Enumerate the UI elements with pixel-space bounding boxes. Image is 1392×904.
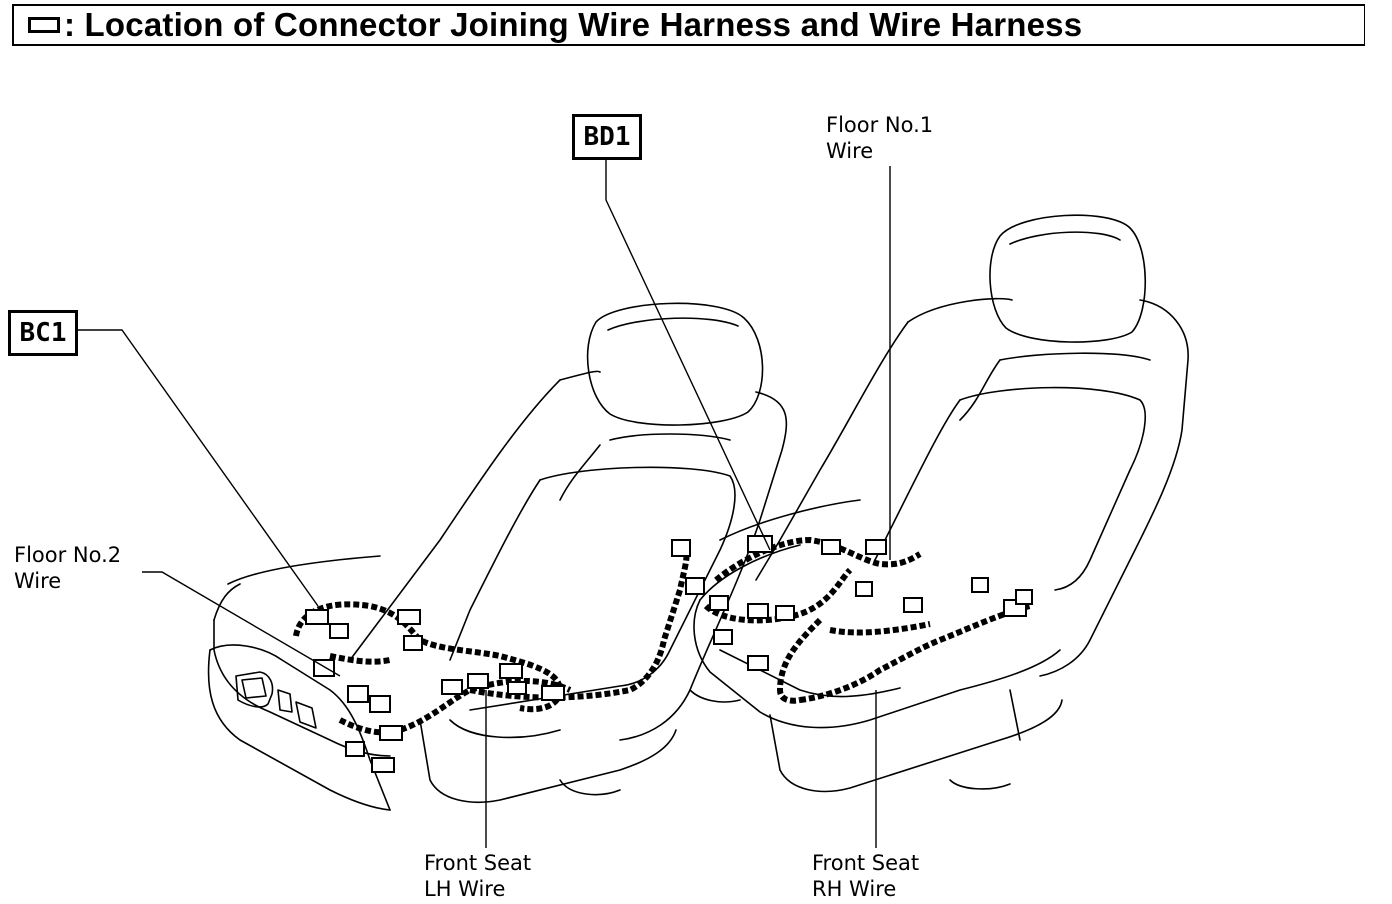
label-front-seat-lh-wire: Front Seat LH Wire <box>424 851 532 901</box>
right-seat-drawing <box>693 214 1189 793</box>
label-floor-no1-wire: Floor No.1 Wire <box>826 113 934 163</box>
leader-floor-no2 <box>142 571 341 677</box>
connector-code-bc1: BC1 <box>8 310 78 356</box>
leader-bd1 <box>605 160 771 551</box>
diagram-title: : Location of Connector Joining Wire Har… <box>64 6 1083 43</box>
connector-code-bd1: BD1 <box>572 114 642 160</box>
diagram-header: : Location of Connector Joining Wire Har… <box>12 4 1365 46</box>
label-front-seat-rh-wire: Front Seat RH Wire <box>812 851 920 901</box>
left-seat-drawing <box>207 302 788 811</box>
leader-bc1 <box>78 329 319 607</box>
label-floor-no2-wire: Floor No.2 Wire <box>14 543 122 593</box>
left-seat-harness <box>293 601 564 713</box>
connector-legend-box-icon <box>28 17 60 33</box>
